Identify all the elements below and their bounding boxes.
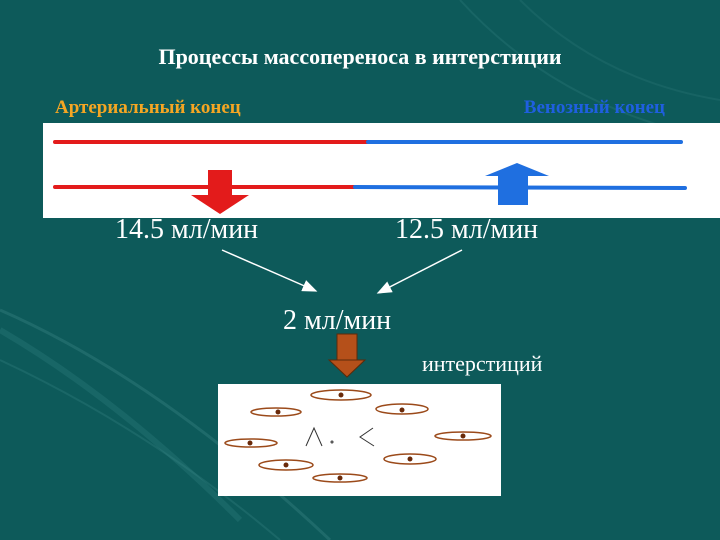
net-flow-value: 2 мл/мин: [283, 305, 392, 336]
venous-end-label: Венозный конец: [523, 97, 665, 118]
capillary-diagram: [53, 140, 687, 214]
interstitium-panel: [218, 384, 501, 496]
filtration-arrow-icon: [191, 170, 249, 214]
capillary-panel: [43, 123, 720, 218]
arterial-end-label: Артериальный конец: [55, 97, 241, 118]
arterial-flow-value: 14.5 мл/мин: [115, 214, 259, 245]
interstitium-label: интерстиций: [422, 351, 543, 376]
venous-flow-value: 12.5 мл/мин: [395, 214, 539, 245]
slide-title: Процессы массопереноса в интерстиции: [158, 44, 562, 69]
reabsorption-arrow-icon: [485, 163, 549, 205]
